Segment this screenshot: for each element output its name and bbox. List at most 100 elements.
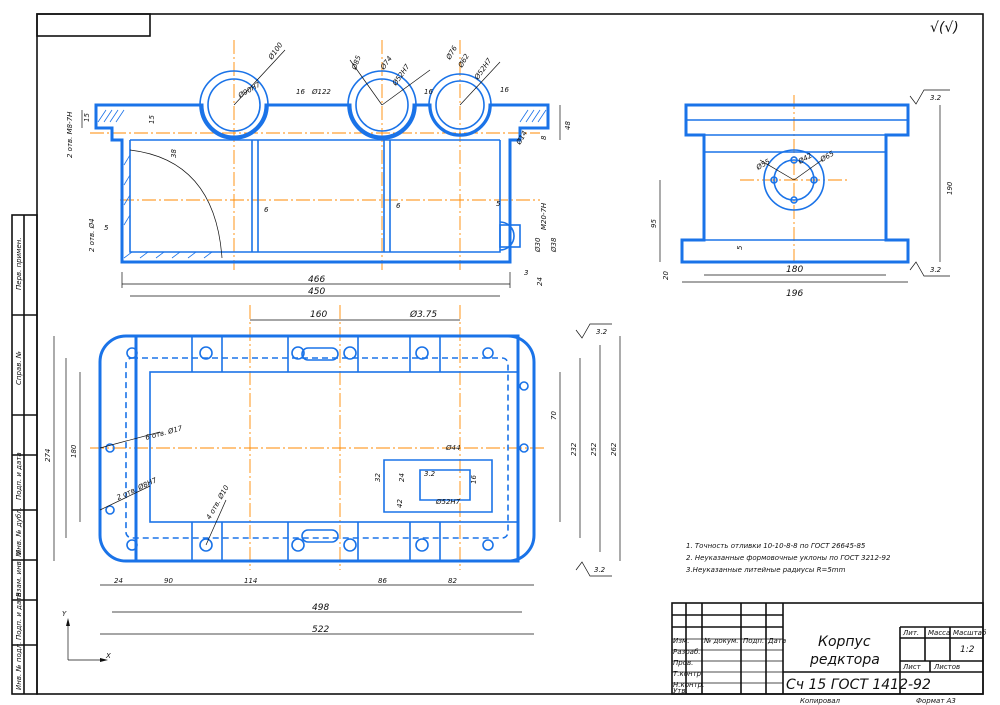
dim-label: 114 [244, 577, 257, 585]
dim-label: 16 [424, 88, 433, 96]
note-line: 2. Неуказанные формовочные уклоны по ГОС… [686, 554, 891, 562]
side-strip-label: Подп. и дата [15, 452, 23, 500]
dim-label: 180 [70, 444, 78, 458]
dim-label: Ø100 [267, 41, 285, 62]
sheets-label: Листов [933, 663, 960, 671]
dim-label: 32 [374, 473, 382, 482]
dim-label: 90 [164, 577, 173, 585]
dim-label: 262 [610, 442, 618, 456]
format-label: Формат А3 [916, 697, 956, 705]
note-line: 3.Неуказанные литейные радиусы R=5mm [686, 566, 846, 574]
dim-label: 3.2 [930, 94, 942, 102]
side-strip-label: Инв. № подл. [15, 642, 23, 690]
dim-label: 95 [650, 219, 658, 228]
dim-label: 232 [570, 442, 578, 456]
dim-label: Ø62 [456, 52, 471, 70]
title-col-label: Подп. [743, 637, 764, 645]
dim-label: 3.2 [596, 328, 608, 336]
dim-label: 42 [396, 499, 404, 508]
title-block: Изм. Разраб. Пров. Т.контр. Н.контр. Утв… [671, 602, 987, 705]
dim-label: 6 [396, 202, 401, 210]
front-view [81, 40, 561, 297]
sheet-label: Лист [902, 663, 922, 671]
side-strip-label: Взам. инв. № [15, 549, 23, 597]
title-row-label: Т.контр. [673, 670, 703, 678]
coordinate-axes-icon: Y X [62, 610, 111, 662]
mass-label: Масса [928, 629, 950, 637]
title-col-label: № докум. [703, 637, 739, 645]
dim-label: 82 [448, 577, 457, 585]
dim-label: 2 отв. М8-7Н [66, 111, 74, 158]
dim-label: 190 [946, 181, 954, 195]
dim-label: 180 [786, 265, 803, 275]
dim-label: 3.2 [594, 566, 606, 574]
dim-label: 16 [500, 86, 509, 94]
dim-label: 5 [496, 200, 501, 208]
dim-label: 3 [524, 269, 528, 277]
dim-label: Ø14 [514, 130, 529, 147]
title-row-label: Н.контр. [673, 681, 704, 689]
title-row-label: Пров. [673, 659, 693, 667]
dim-label: Ø3.75 [409, 309, 437, 320]
dim-label: 274 [44, 449, 52, 462]
dim-label: 24 [398, 473, 406, 482]
title-row-label: Разраб. [673, 648, 701, 656]
title-row-label: Утв. [673, 687, 688, 695]
dim-label: 3.2 [424, 470, 436, 478]
dim-label: 24 [114, 577, 123, 585]
dim-label: 86 [378, 577, 387, 585]
dim-label: Ø74 [379, 55, 394, 72]
scale-label: Масштаб [953, 629, 987, 637]
title-row-label: Изм. [673, 637, 689, 645]
dim-label: 70 [550, 411, 558, 420]
technical-notes: 1. Точность отливки 10-10-8-8 по ГОСТ 26… [686, 542, 891, 574]
front-view-dimensions: Ø100 Ø90H7 Ø122 16 Ø85 Ø74 Ø52H7 16 Ø76 … [66, 41, 572, 297]
dim-label: 15 [148, 115, 156, 124]
dim-label: 4 отв. Ø10 [205, 484, 231, 521]
dim-label: Ø122 [311, 88, 331, 96]
side-strip-labels: Перв. примен. Справ. № Подп. и дата Инв.… [15, 237, 23, 690]
axis-y-label: Y [62, 610, 67, 618]
dim-label: 160 [310, 310, 327, 320]
copied-label: Копировал [800, 697, 841, 705]
dim-label: 38 [170, 149, 178, 158]
dim-label: 5 [104, 224, 109, 232]
dim-label: 6 [264, 206, 269, 214]
dim-label: 16 [470, 475, 478, 484]
dim-label: Ø38 [550, 237, 558, 253]
dim-label: 8 [540, 135, 548, 140]
dim-label: 2 отв. Ø4 [88, 218, 96, 252]
side-strip-label: Справ. № [15, 351, 23, 385]
dim-label: 5 [736, 245, 744, 250]
lit-label: Лит. [902, 629, 919, 637]
side-strip-label: Инв. № дубл. [15, 507, 23, 555]
dim-label: 16 [296, 88, 305, 96]
title-col-label: Дата [767, 637, 786, 645]
material-label: Сч 15 ГОСТ 1412-92 [786, 677, 931, 693]
dim-label: Ø52H7 [473, 56, 494, 82]
drawing-frame [11, 13, 984, 695]
part-name: Корпус [818, 634, 871, 650]
part-name-line2: редктора [809, 652, 880, 668]
side-strip-label: Подп. и дата [15, 592, 23, 640]
dim-label: 20 [662, 271, 670, 280]
plan-view [53, 305, 621, 635]
dim-label: 498 [312, 603, 329, 613]
dim-label: 15 [83, 113, 91, 122]
note-line: 1. Точность отливки 10-10-8-8 по ГОСТ 26… [686, 542, 866, 550]
dim-label: Ø30 [534, 237, 542, 253]
scale-value: 1:2 [960, 645, 975, 655]
dim-label: Ø85 [350, 54, 363, 72]
dim-label: Ø55 [754, 157, 772, 172]
roughness-mark: √(√) [930, 20, 959, 36]
dim-label: Ø44 [445, 444, 460, 452]
dim-label: 3.2 [930, 266, 942, 274]
dim-label: 196 [786, 289, 803, 299]
dim-label: 522 [312, 625, 329, 635]
dim-label: 48 [564, 121, 572, 130]
dim-label: 450 [308, 287, 325, 297]
dim-label: Ø52Н7 [435, 498, 461, 506]
axis-x-label: X [105, 652, 111, 660]
side-view [659, 89, 950, 283]
